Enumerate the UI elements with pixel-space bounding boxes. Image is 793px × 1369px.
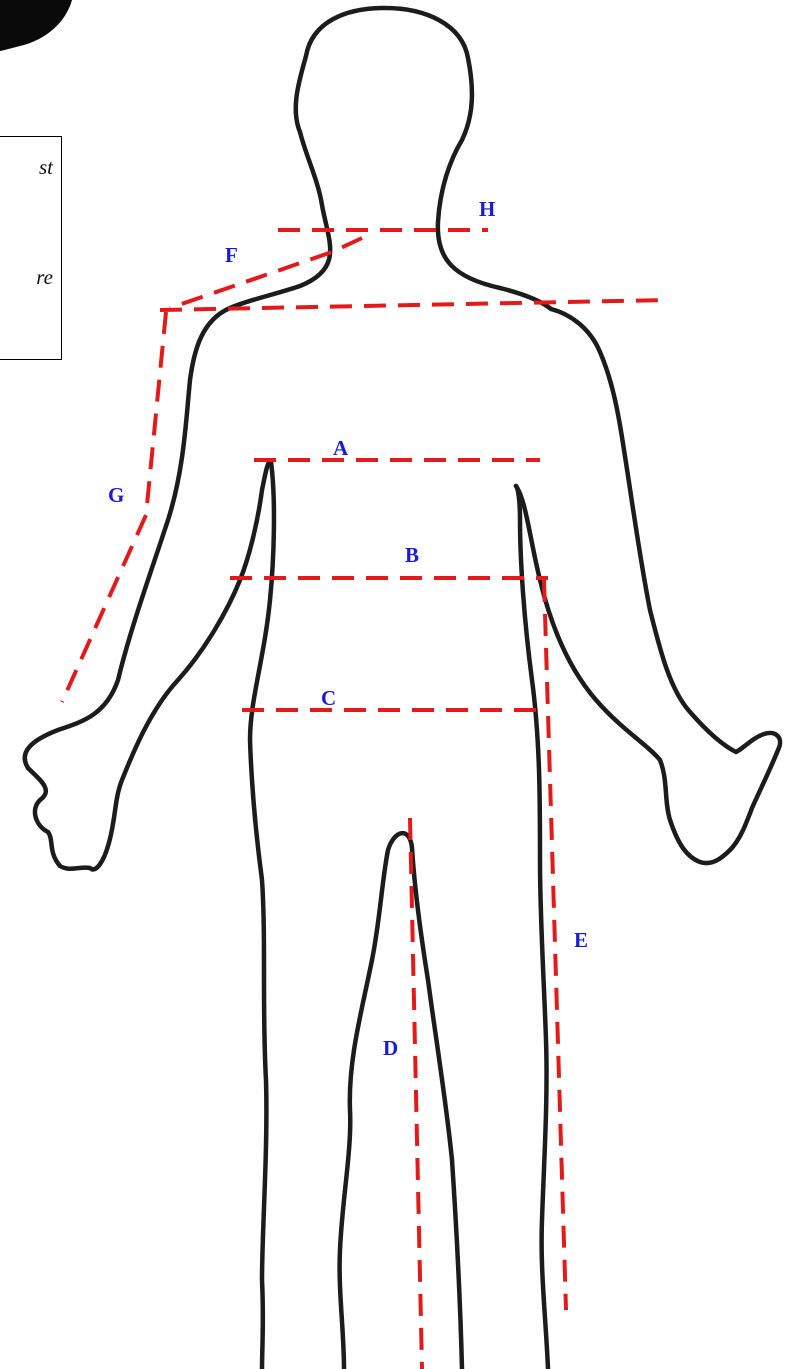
label-B: B — [405, 543, 419, 567]
sleeve-measure-line-G — [62, 312, 166, 702]
label-C: C — [321, 686, 336, 710]
inner-leg-outline — [340, 833, 462, 1369]
label-G: G — [108, 483, 124, 507]
label-A: A — [333, 436, 349, 460]
neck-outline-left — [230, 132, 330, 308]
outseam-measure-line-E — [544, 580, 566, 1310]
label-E: E — [574, 928, 588, 952]
label-F: F — [225, 243, 238, 267]
label-D: D — [383, 1036, 398, 1060]
measurement-labels: A B C D E F G H — [108, 197, 588, 1060]
left-leg-outline — [250, 462, 274, 1369]
left-arm-outline — [25, 308, 271, 869]
body-outline — [25, 8, 780, 1369]
label-H: H — [479, 197, 495, 221]
measurement-lines — [62, 230, 668, 1369]
right-arm-outline — [516, 309, 780, 863]
head-outline — [296, 8, 551, 309]
corner-decoration-shape — [0, 0, 72, 51]
